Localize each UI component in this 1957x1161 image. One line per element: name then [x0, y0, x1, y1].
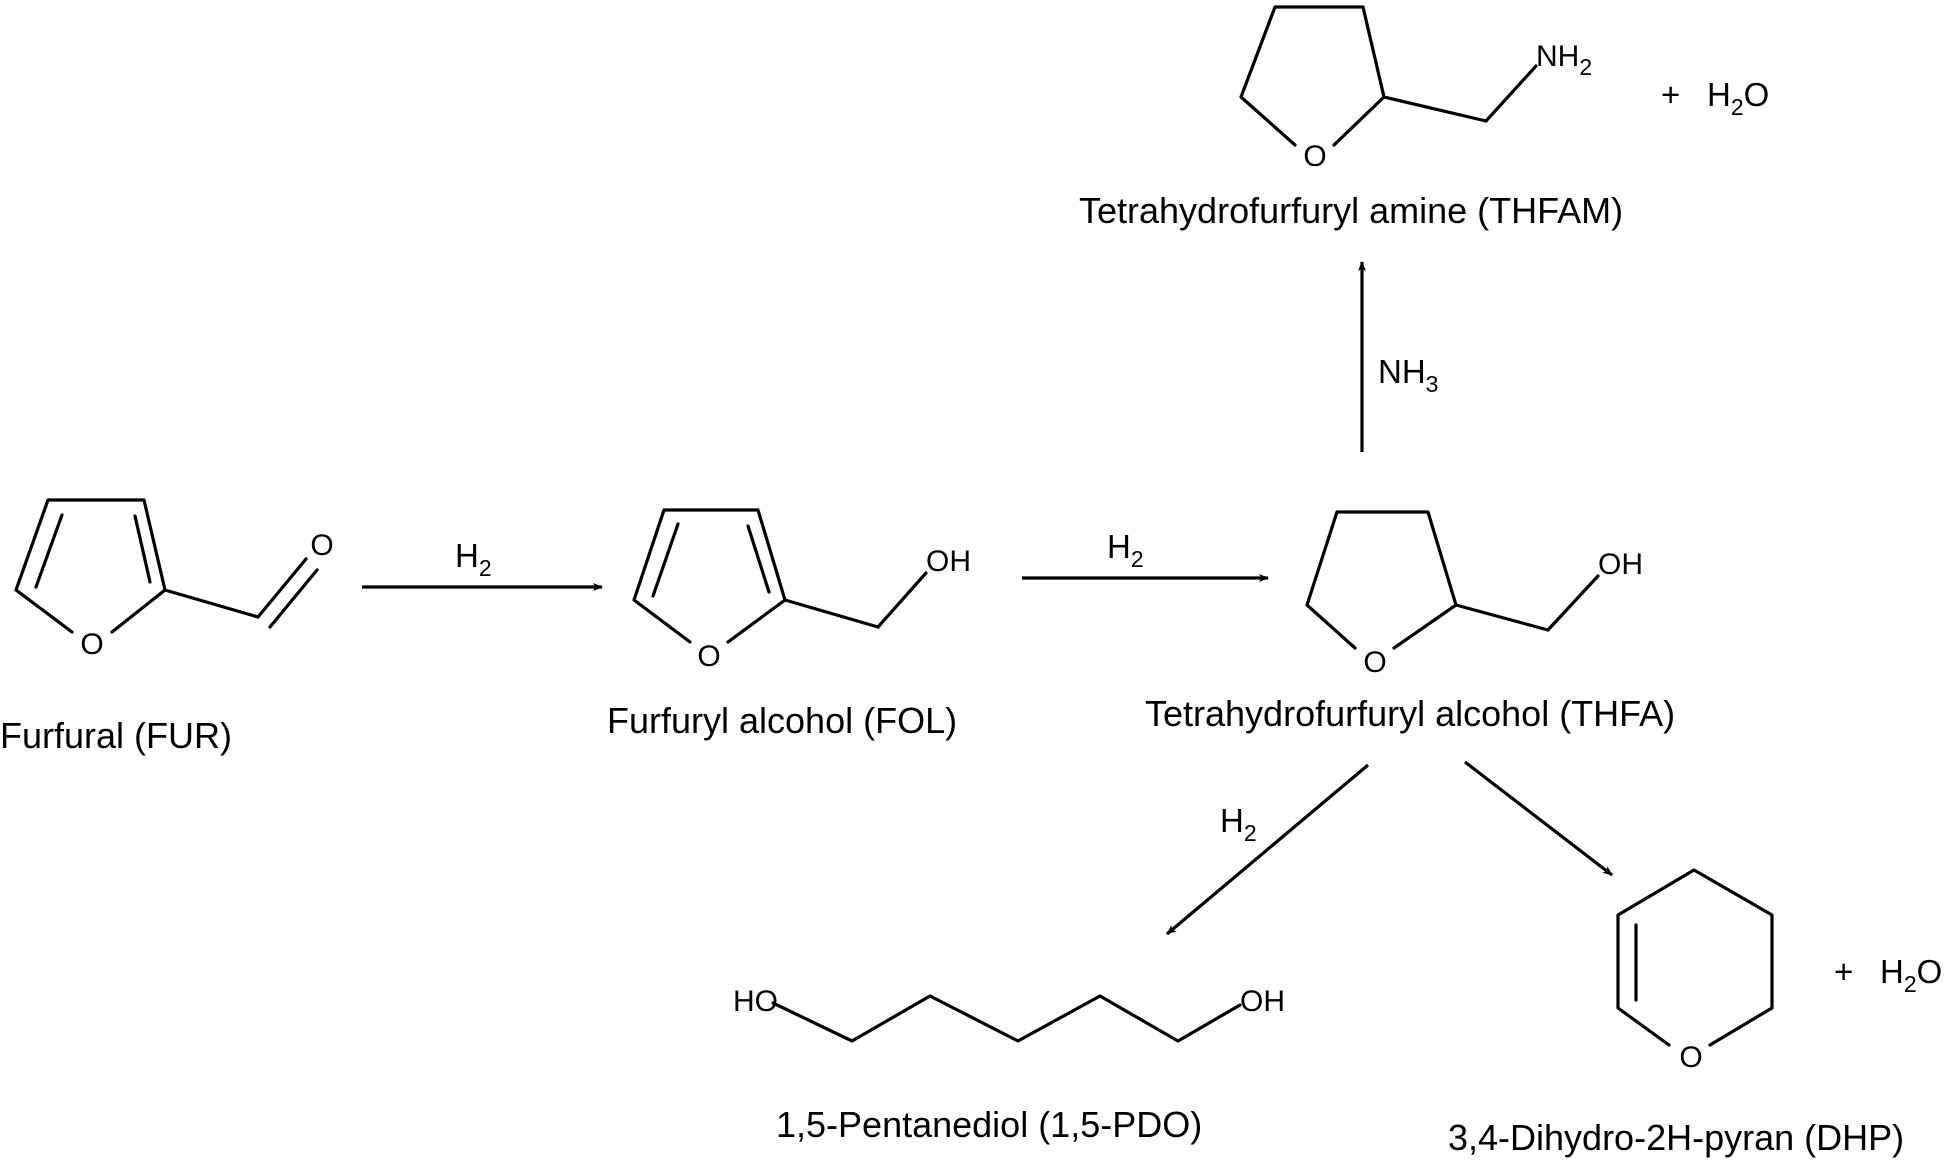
thfam-ring-oxygen: O — [1303, 140, 1326, 173]
furfural-label: Furfural (FUR) — [0, 715, 232, 756]
furfuryl-alcohol-hydroxyl: OH — [926, 545, 971, 578]
furfural-structure: O O — [14, 498, 334, 661]
reagent-h2-step3: H2 — [1220, 802, 1257, 846]
furfuryl-alcohol-oh-bond — [876, 571, 928, 629]
arrow-thfa-to-dhp — [1464, 760, 1613, 877]
furfuryl-alcohol-ch2-bond — [783, 598, 880, 629]
pentanediol-label: 1,5-Pentanediol (1,5-PDO) — [776, 1104, 1202, 1145]
furfural-ring — [14, 498, 167, 634]
thfa-hydroxyl: OH — [1598, 548, 1643, 581]
pentanediol-structure: HO OH — [733, 985, 1285, 1043]
dhp-ring — [1616, 868, 1774, 1047]
thfam-ch2-bond — [1382, 95, 1488, 123]
arrow-thfa-to-pdo — [1165, 763, 1370, 936]
reagent-h2-step1: H2 — [455, 537, 492, 581]
furfuryl-alcohol-ring-oxygen: O — [697, 640, 720, 673]
furfural-carbonyl-oxygen: O — [310, 529, 333, 562]
furfural-carbonyl-bond-a — [256, 557, 308, 619]
plus-sign-thfam: + — [1661, 76, 1680, 113]
water-dhp: H2O — [1880, 953, 1942, 997]
thfa-oh-bond — [1546, 574, 1600, 632]
furfural-ring-oxygen: O — [80, 628, 103, 661]
thfam-label: Tetrahydrofurfuryl amine (THFAM) — [1079, 190, 1623, 231]
dhp-label: 3,4-Dihydro-2H-pyran (DHP) — [1448, 1117, 1904, 1158]
thfa-ring-oxygen: O — [1363, 646, 1386, 679]
pentanediol-ho-left: HO — [733, 985, 778, 1018]
furfuryl-alcohol-double-bond-2 — [746, 524, 771, 594]
thfa-structure: O OH — [1305, 510, 1643, 679]
water-thfam: H2O — [1707, 76, 1769, 120]
furfural-ring-double-bond-2 — [133, 514, 152, 584]
thfam-amine: NH2 — [1536, 40, 1592, 80]
thfa-ch2-bond — [1454, 603, 1550, 632]
furfural-ring-double-bond-1 — [34, 513, 64, 589]
thfa-label: Tetrahydrofurfuryl alcohol (THFA) — [1145, 693, 1675, 734]
dhp-structure: O — [1616, 868, 1774, 1074]
furfural-carbonyl-bond-b — [268, 568, 319, 629]
furfuryl-alcohol-structure: O OH — [632, 508, 971, 673]
pentanediol-oh-right: OH — [1240, 985, 1285, 1018]
furfuryl-alcohol-label: Furfuryl alcohol (FOL) — [607, 700, 957, 741]
furfural-c-cho-bond — [163, 588, 260, 619]
dhp-ring-oxygen: O — [1679, 1041, 1702, 1074]
reagent-nh3: NH3 — [1378, 353, 1438, 397]
reagent-h2-step2: H2 — [1107, 528, 1144, 572]
plus-sign-dhp: + — [1834, 953, 1853, 990]
furfuryl-alcohol-ring — [632, 508, 787, 644]
pentanediol-chain — [771, 994, 1242, 1043]
thfam-nh2-bond — [1484, 64, 1538, 123]
thfam-ring — [1239, 5, 1386, 147]
thfam-structure: O NH2 — [1239, 5, 1592, 173]
furfuryl-alcohol-double-bond-1 — [651, 522, 680, 598]
thfa-ring — [1305, 510, 1458, 650]
